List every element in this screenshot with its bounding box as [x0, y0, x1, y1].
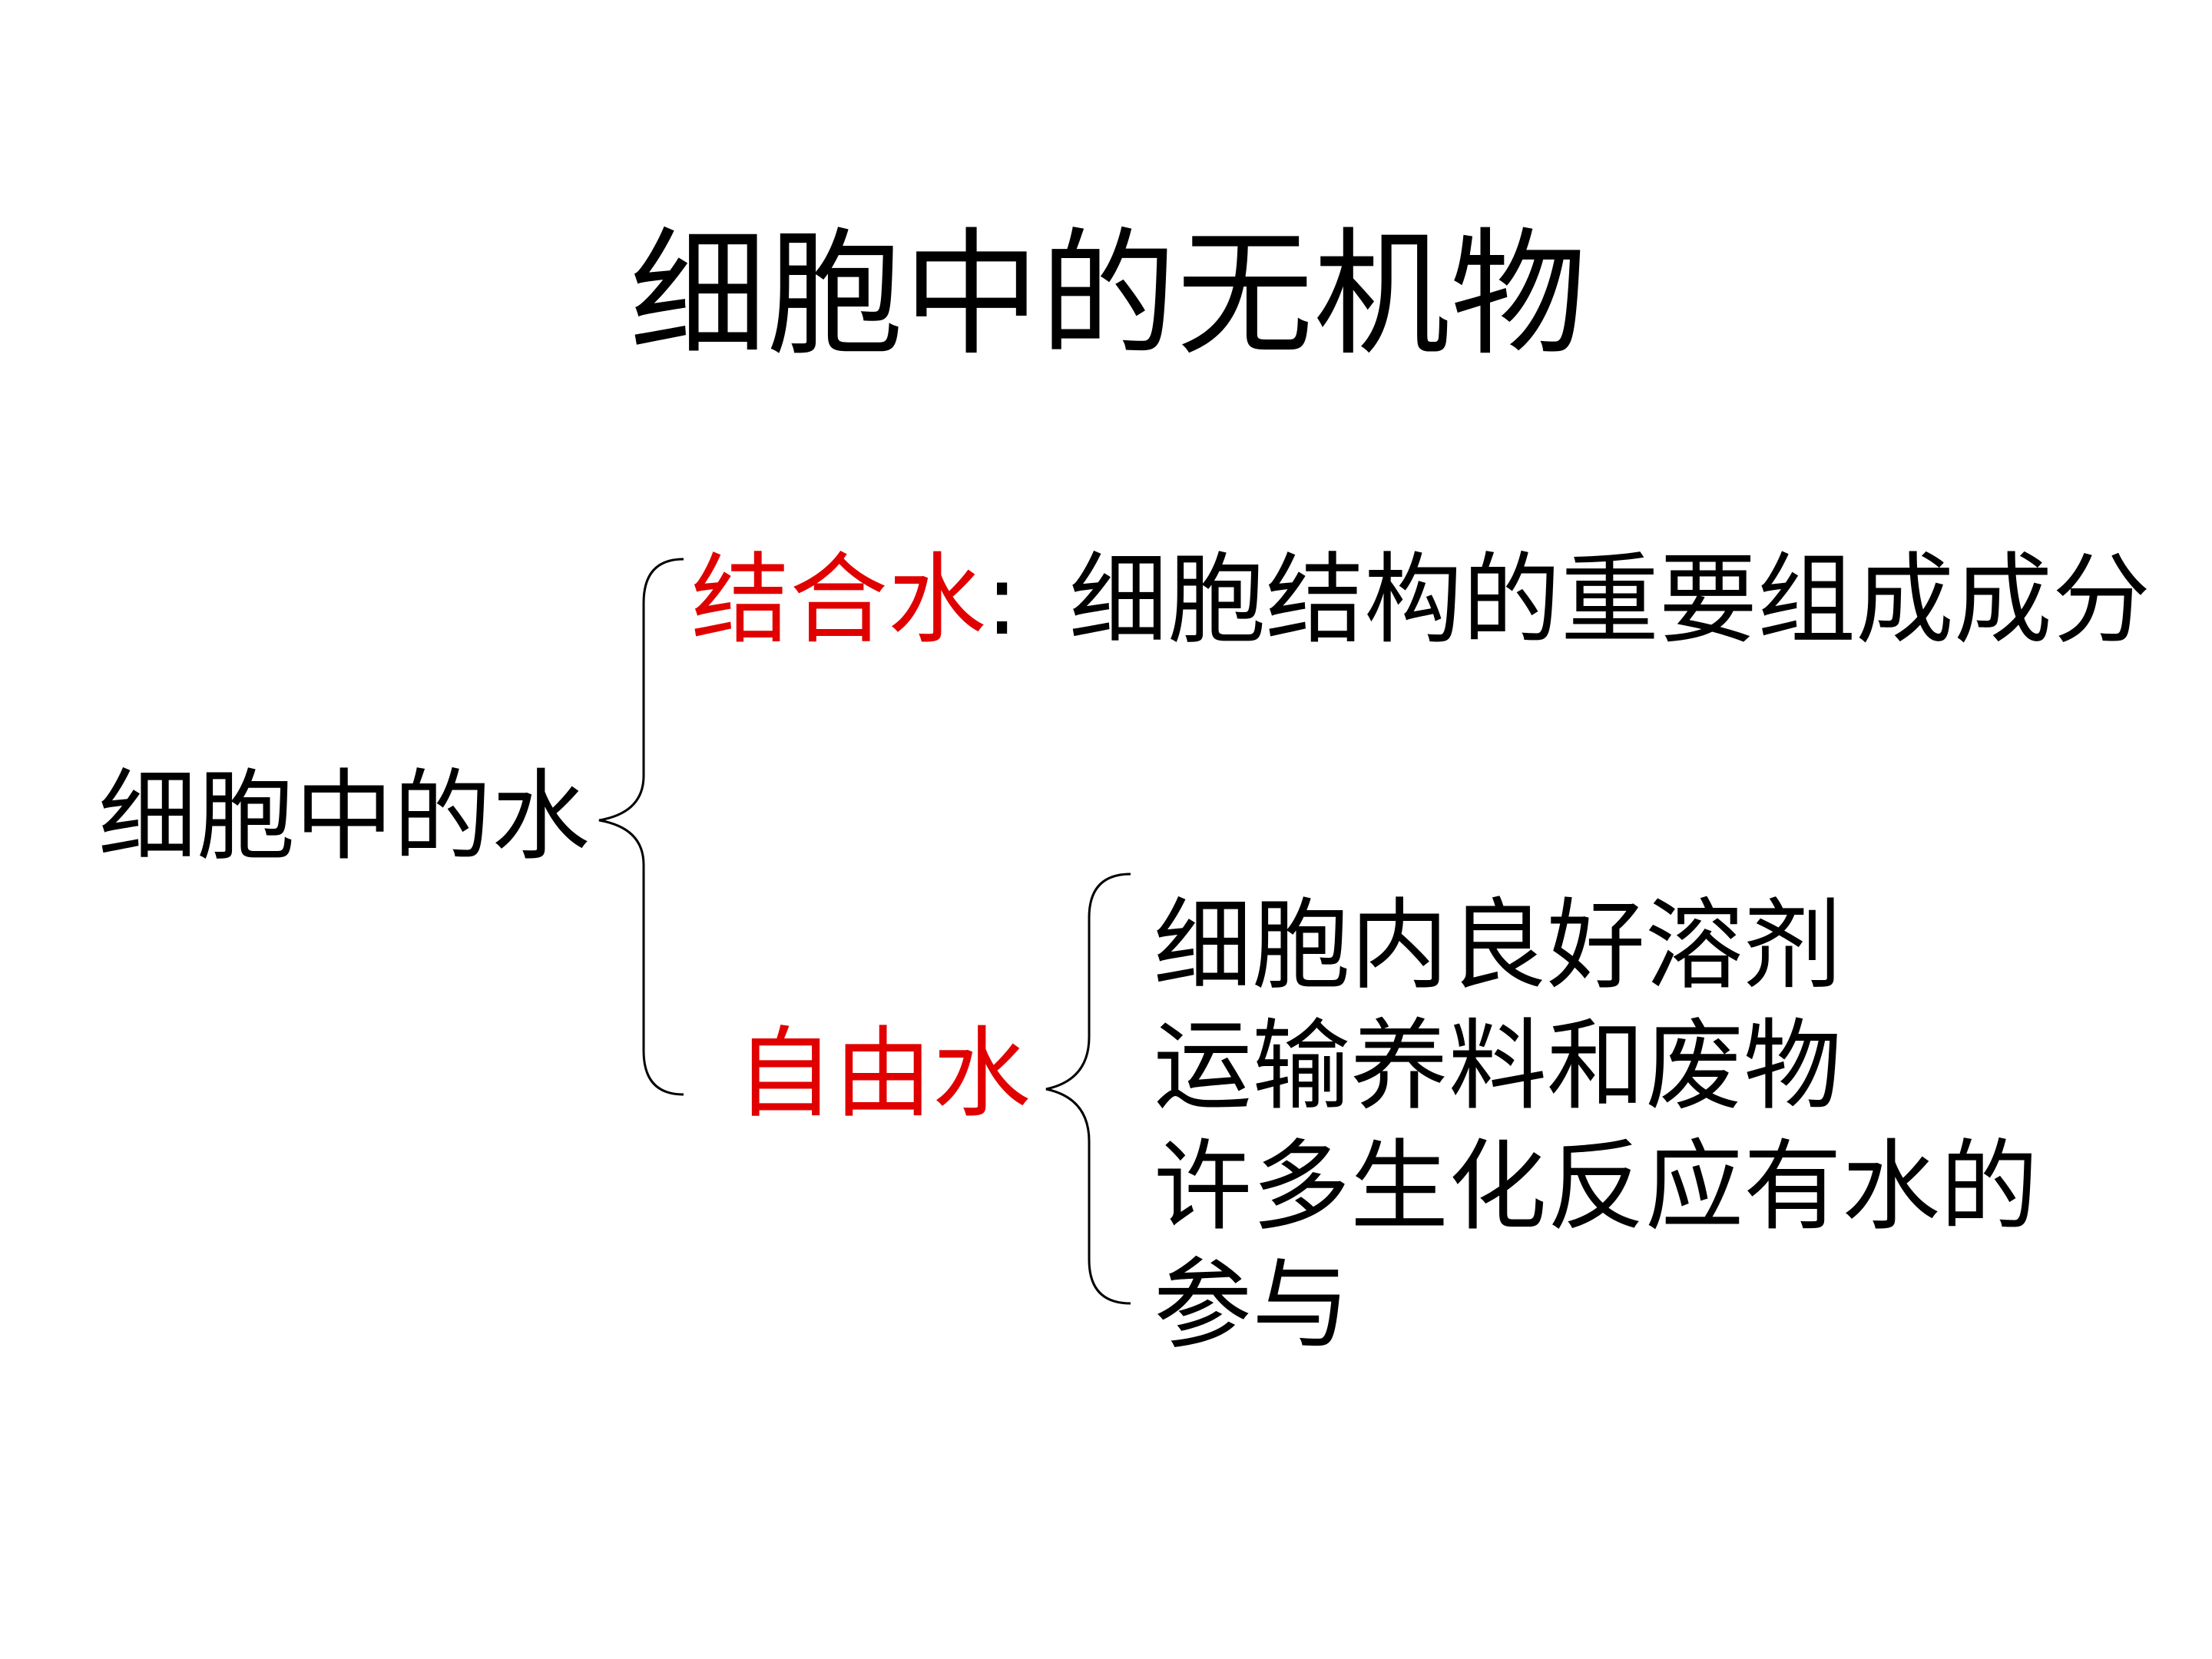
bound-water-label: 结合水	[691, 543, 987, 657]
free-water-function-item: 许多生化反应有水的	[1154, 1130, 2039, 1244]
free-water-function-item: 运输养料和废物	[1154, 1009, 1843, 1124]
bound-water-separator: :	[985, 543, 1019, 657]
slide-title: 细胞中的无机物	[630, 215, 1587, 374]
free-water-function-item: 参与	[1154, 1248, 1351, 1363]
main-brace	[598, 558, 684, 1096]
free-water-function-item: 细胞内良好溶剂	[1154, 889, 1843, 1003]
root-node: 细胞中的水	[98, 760, 591, 874]
bound-water-description: 细胞结构的重要组成成分	[1069, 543, 2151, 657]
free-water-brace	[1045, 873, 1131, 1305]
free-water-label: 自由水	[736, 1017, 1031, 1131]
